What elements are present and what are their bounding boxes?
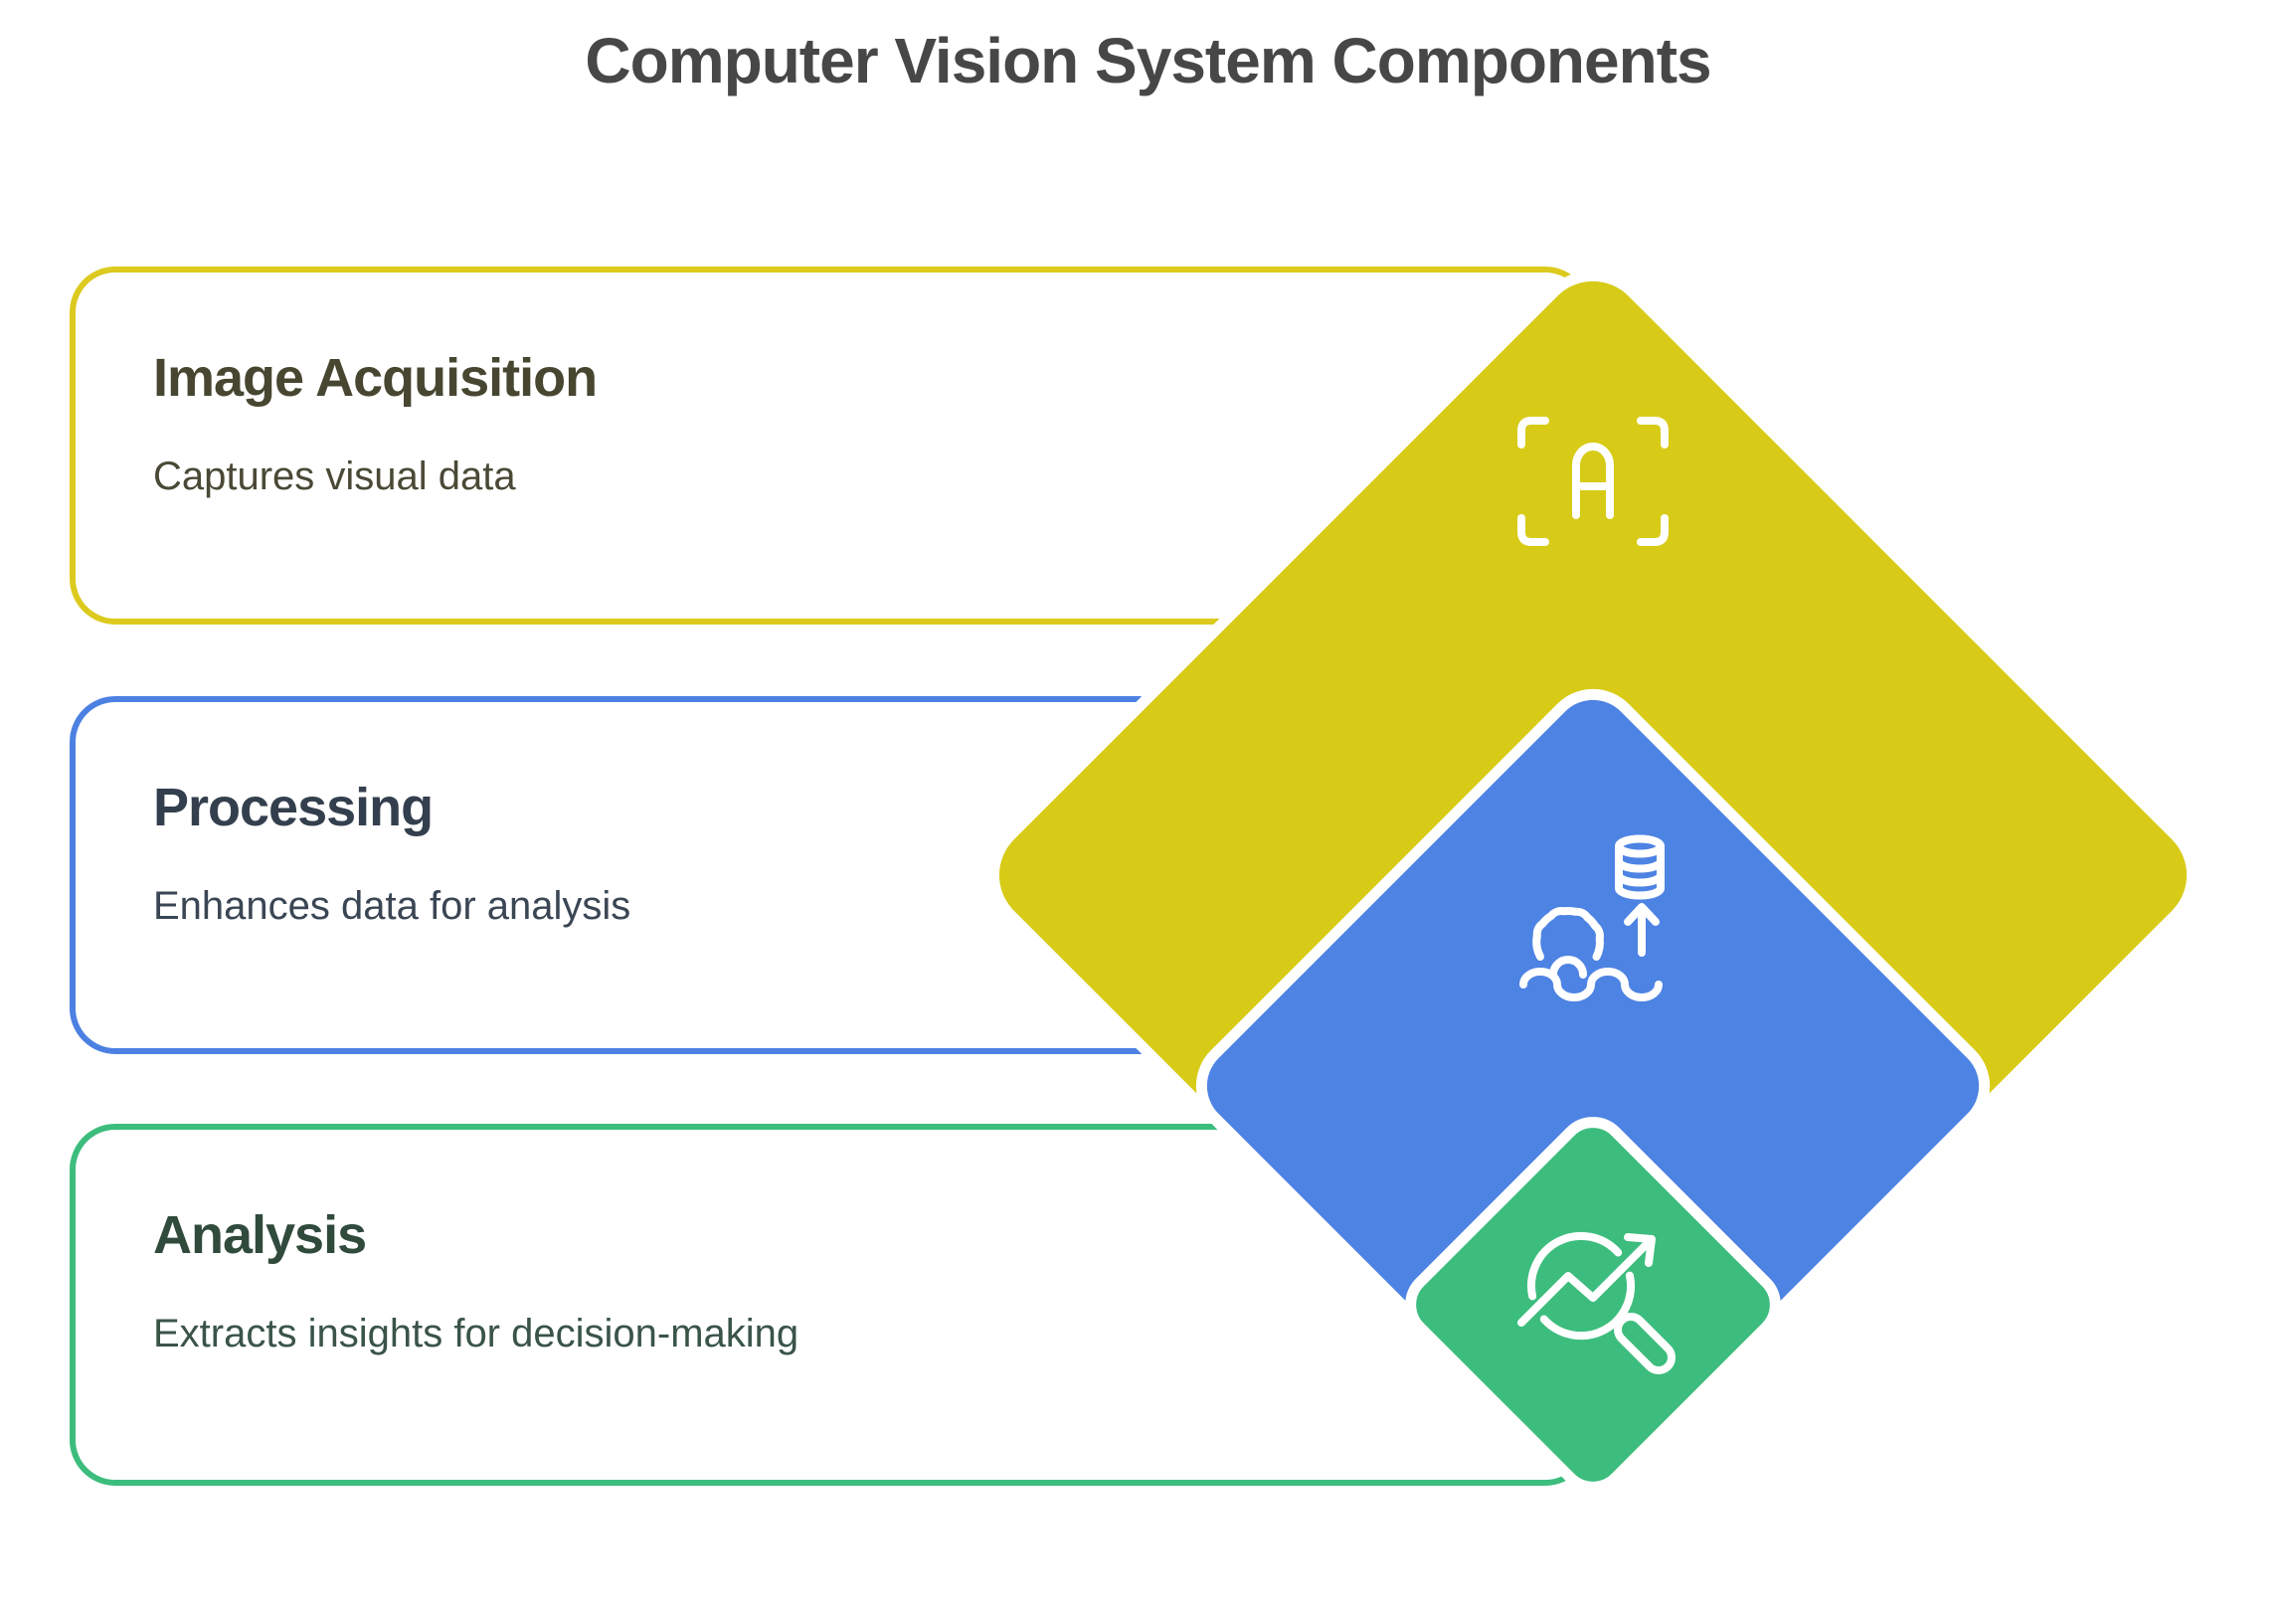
card-heading-image-acquisition: Image Acquisition xyxy=(153,348,598,408)
card-description-processing: Enhances data for analysis xyxy=(153,883,631,928)
card-description-image-acquisition: Captures visual data xyxy=(153,453,516,498)
diamond-shape-processing xyxy=(1195,688,1991,1484)
data-processing-icon xyxy=(1519,834,1665,1001)
card-heading-processing: Processing xyxy=(153,778,434,837)
diamond-analysis xyxy=(1405,1117,1781,1493)
insight-search-icon xyxy=(1517,1231,1676,1374)
diamond-shape-analysis xyxy=(1405,1117,1781,1493)
diamond-processing xyxy=(1195,688,1991,1484)
text-scan-icon xyxy=(1517,417,1669,546)
card-heading-analysis: Analysis xyxy=(153,1205,367,1265)
diagram-title: Computer Vision System Components xyxy=(585,25,1711,96)
card-description-analysis: Extracts insights for decision-making xyxy=(153,1311,799,1355)
